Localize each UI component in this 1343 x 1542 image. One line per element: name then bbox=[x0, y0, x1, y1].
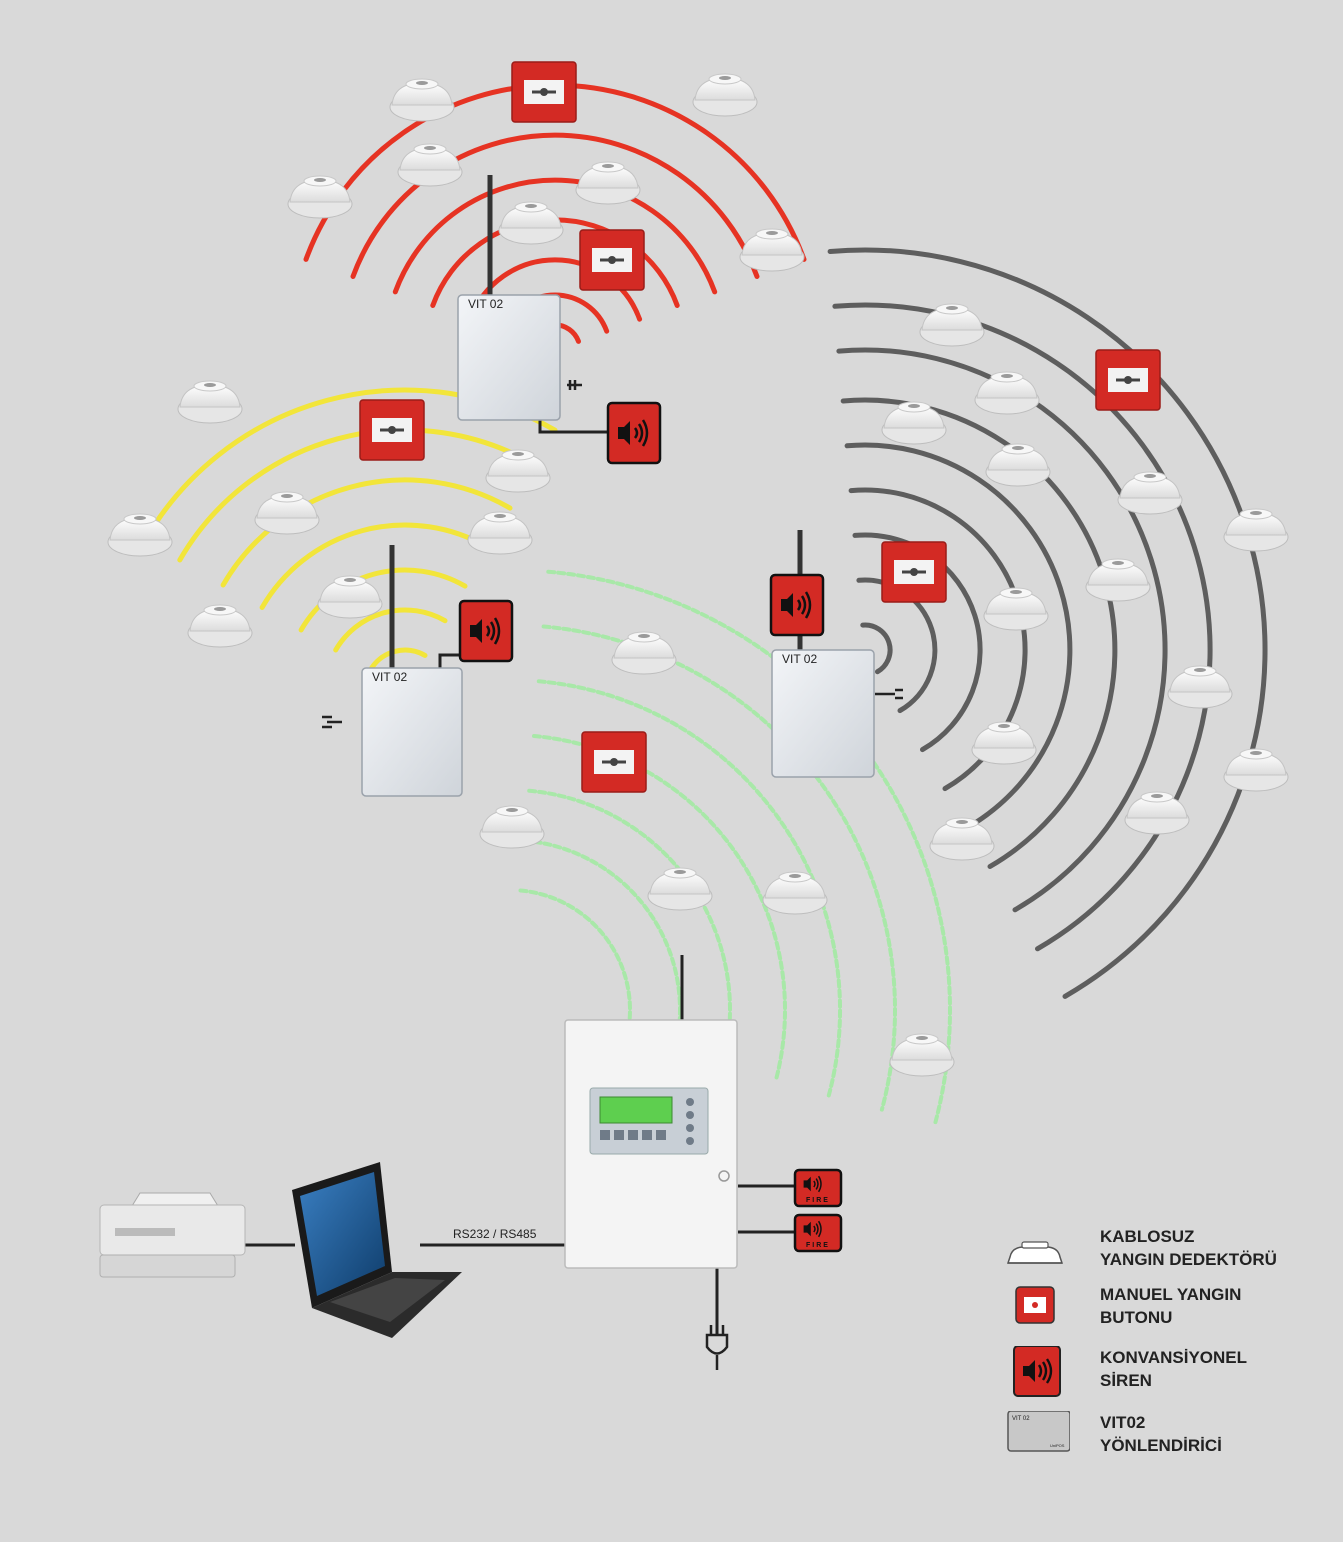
wireless-smoke-detector-icon bbox=[1223, 508, 1289, 552]
signal-arc bbox=[522, 838, 682, 1056]
fire-alarm-panel bbox=[564, 1019, 738, 1269]
router-left: VIT 02 bbox=[361, 545, 463, 797]
legend-row-siren: KONVANSİYONEL SİREN bbox=[1000, 1346, 1330, 1406]
signal-arc bbox=[518, 888, 632, 1044]
wireless-smoke-detector-icon bbox=[919, 303, 985, 347]
router-label: VIT 02 bbox=[782, 652, 817, 666]
signal-arc bbox=[827, 247, 1268, 999]
wireless-smoke-detector-icon bbox=[187, 604, 253, 648]
legend-text: MANUEL YANGIN BUTONU bbox=[1100, 1285, 1242, 1327]
legend-text: KABLOSUZ YANGIN DEDEKTÖRÜ bbox=[1100, 1227, 1277, 1269]
siren-icon bbox=[458, 599, 514, 663]
legend-row-router: VIT 02 UniPOS VIT02 YÖNLENDİRİCİ bbox=[1000, 1411, 1330, 1471]
manual-call-point-icon bbox=[511, 61, 577, 123]
signal-arc bbox=[367, 647, 428, 673]
signal-arc bbox=[392, 177, 718, 295]
power-plug-icon bbox=[322, 380, 903, 1370]
gray-network-arcs bbox=[827, 247, 1268, 999]
wireless-smoke-detector-icon bbox=[985, 443, 1051, 487]
router-label: VIT 02 bbox=[468, 297, 503, 311]
signal-arc bbox=[350, 132, 760, 279]
wireless-smoke-detector-icon bbox=[317, 575, 383, 619]
signal-arc bbox=[259, 522, 490, 610]
wireless-smoke-detector-icon bbox=[498, 201, 564, 245]
wireless-smoke-detector-icon bbox=[397, 143, 463, 187]
wireless-smoke-detector-icon bbox=[971, 721, 1037, 765]
router-top: VIT 02 bbox=[457, 175, 561, 421]
wireless-smoke-detector-icon bbox=[177, 380, 243, 424]
signal-arc bbox=[333, 607, 448, 653]
wireless-smoke-detector-icon bbox=[1223, 748, 1289, 792]
wireless-smoke-detector-icon bbox=[1167, 665, 1233, 709]
router-right: VIT 02 bbox=[771, 530, 875, 778]
signal-arc bbox=[852, 532, 983, 753]
wireless-smoke-detector-icon bbox=[1124, 791, 1190, 835]
manual-call-point-icon bbox=[581, 731, 647, 793]
manual-call-point-icon bbox=[1095, 349, 1161, 411]
siren-fire-label: FIRE bbox=[806, 1197, 830, 1204]
wireless-smoke-detector-icon bbox=[389, 78, 455, 122]
wireless-smoke-detector-icon bbox=[881, 401, 947, 445]
siren-icon bbox=[606, 401, 662, 465]
signal-arc bbox=[860, 622, 893, 675]
signal-arc bbox=[298, 567, 468, 633]
wireless-smoke-detector-icon bbox=[692, 73, 758, 117]
wireless-smoke-detector-icon bbox=[647, 867, 713, 911]
wireless-smoke-detector-icon bbox=[479, 805, 545, 849]
legend-router-label: VIT 02 bbox=[1012, 1416, 1030, 1422]
wireless-smoke-detector-icon bbox=[889, 1033, 955, 1077]
legend-row-call-point: MANUEL YANGIN BUTONU bbox=[1000, 1283, 1330, 1343]
siren-icon bbox=[1013, 1346, 1061, 1397]
legend-router-brand: UniPOS bbox=[1050, 1443, 1065, 1448]
wireless-smoke-detector-icon bbox=[611, 631, 677, 675]
siren-icon: FIRE bbox=[793, 1213, 843, 1253]
wireless-smoke-detector-icon bbox=[739, 228, 805, 272]
wiring bbox=[245, 420, 797, 1335]
legend-row-detector: KABLOSUZ YANGIN DEDEKTÖRÜ bbox=[1000, 1225, 1330, 1285]
manual-call-point-icon bbox=[359, 399, 425, 461]
legend-text: VIT02 YÖNLENDİRİCİ bbox=[1100, 1413, 1222, 1455]
siren-fire-label: FIRE bbox=[806, 1242, 830, 1249]
wireless-smoke-detector-icon bbox=[1117, 471, 1183, 515]
signal-arc bbox=[177, 427, 538, 563]
wireless-smoke-detector-icon bbox=[467, 511, 533, 555]
manual-call-point-icon bbox=[1015, 1286, 1055, 1324]
siren-icon: FIRE bbox=[793, 1168, 843, 1208]
signal-arc bbox=[844, 442, 1073, 830]
printer-icon bbox=[99, 1192, 246, 1278]
siren-icon bbox=[769, 573, 825, 637]
wireless-smoke-detector-icon bbox=[107, 513, 173, 557]
router-icon: VIT 02 UniPOS bbox=[1007, 1411, 1070, 1452]
signal-arc bbox=[220, 477, 513, 588]
devices: FIRE FIRE bbox=[107, 61, 1289, 1253]
connection-label: RS232 / RS485 bbox=[453, 1227, 537, 1241]
manual-call-point-icon bbox=[881, 541, 947, 603]
wireless-smoke-detector-icon bbox=[762, 871, 828, 915]
wireless-smoke-detector-icon bbox=[974, 371, 1040, 415]
router-label: VIT 02 bbox=[372, 670, 407, 684]
wireless-smoke-detector-icon bbox=[983, 587, 1049, 631]
signal-arc bbox=[536, 679, 843, 1098]
wireless-smoke-detector-icon bbox=[1006, 1241, 1064, 1264]
wireless-smoke-detector-icon bbox=[575, 161, 641, 205]
laptop-icon bbox=[292, 1162, 462, 1338]
signal-arc bbox=[467, 257, 643, 322]
manual-call-point-icon bbox=[579, 229, 645, 291]
signal-arc bbox=[836, 347, 1168, 913]
wireless-smoke-detector-icon bbox=[1085, 558, 1151, 602]
legend-text: KONVANSİYONEL SİREN bbox=[1100, 1348, 1248, 1390]
wireless-smoke-detector-icon bbox=[287, 175, 353, 219]
wireless-smoke-detector-icon bbox=[254, 491, 320, 535]
wireless-smoke-detector-icon bbox=[485, 449, 551, 493]
wireless-smoke-detector-icon bbox=[929, 817, 995, 861]
